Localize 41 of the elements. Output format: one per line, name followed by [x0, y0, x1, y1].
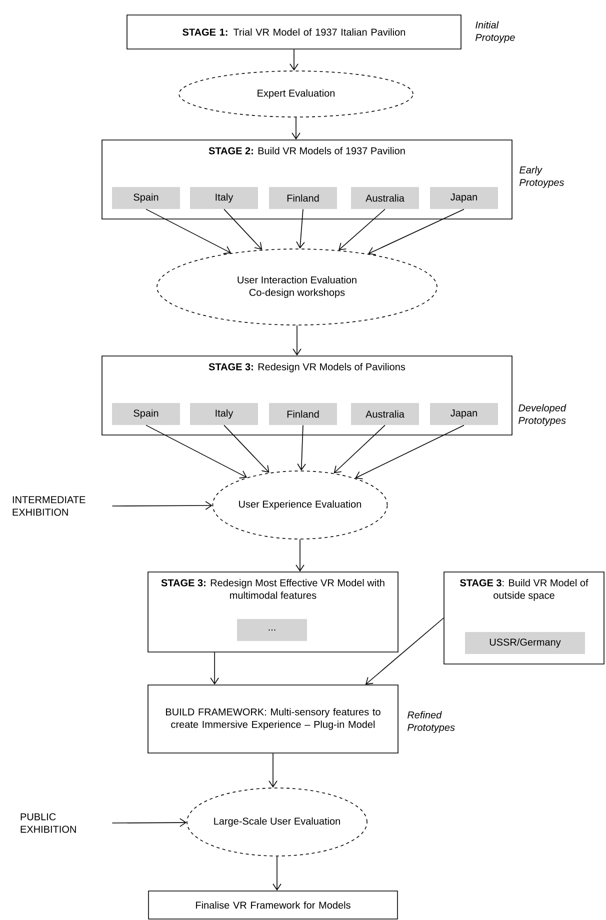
arrow: [224, 424, 270, 473]
exhibition-label: INTERMEDIATE EXHIBITION: [12, 496, 86, 516]
stage-box: STAGE 1: Trial VR Model of 1937 Italian Pavilion: [126, 14, 462, 50]
country-box: Finland: [269, 187, 337, 209]
country-box: Italy: [190, 403, 258, 425]
arrow: [112, 818, 187, 827]
exhibition-label: PUBLIC EXHIBITION: [20, 813, 76, 833]
model-box: USSR/Germany: [465, 632, 585, 654]
arrow: [338, 208, 386, 250]
arrow: [272, 856, 282, 891]
stage-note: Early Protoypes: [520, 166, 564, 188]
arrow: [297, 424, 306, 471]
country-box: Japan: [430, 187, 498, 209]
arrow: [146, 208, 232, 254]
arrow: [290, 49, 298, 71]
arrow: [146, 424, 248, 478]
arrow: [224, 208, 262, 250]
arrow: [355, 424, 464, 480]
stage-note: Developed Prototypes: [518, 404, 566, 426]
country-box: Finland: [269, 403, 337, 425]
arrow: [296, 539, 304, 572]
country-box: Australia: [351, 187, 419, 209]
country-box: Spain: [112, 403, 180, 425]
final-box: Finalise VR Framework for Models: [148, 890, 398, 920]
country-box: Italy: [190, 187, 258, 209]
country-box: Australia: [351, 403, 419, 425]
arrow: [368, 208, 464, 256]
framework-box: BUILD FRAMEWORK: Multi-sensory features to create Immersive Experience – Plug-in Model: [148, 684, 398, 754]
arrow: [296, 208, 305, 249]
country-box: Spain: [112, 187, 180, 209]
country-box: Japan: [430, 403, 498, 425]
stage-note: Initial Protoype: [476, 21, 515, 43]
model-box: ...: [237, 619, 307, 641]
arrow: [334, 424, 386, 474]
arrow: [268, 753, 278, 788]
stage-note: Refined Prototypes: [408, 711, 455, 733]
arrow: [365, 618, 444, 685]
arrow: [112, 501, 212, 510]
arrow: [292, 117, 300, 140]
arrow: [210, 652, 219, 685]
arrow: [292, 325, 302, 356]
